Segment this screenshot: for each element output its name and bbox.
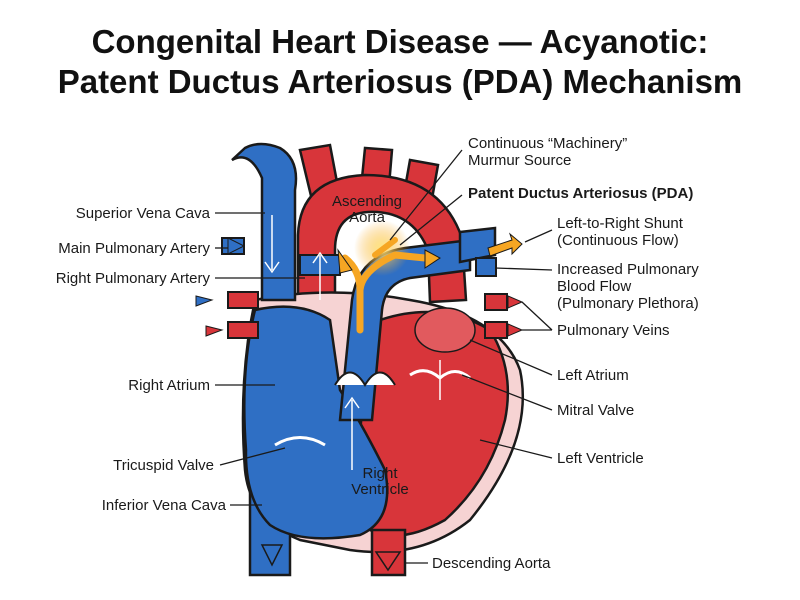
leader-murmur (389, 149, 463, 241)
label-murmur-line-1: Continuous “Machinery” (468, 135, 627, 152)
right-pulmonary-vessels (475, 257, 508, 339)
shunt-flow-arrow (341, 251, 429, 334)
left-pulmonary-vessels (221, 237, 259, 339)
leader-lv (479, 439, 553, 459)
shunt-out-arrow (487, 232, 523, 257)
pv-arrow-2 (507, 323, 524, 337)
pv-arrow-1 (507, 295, 524, 309)
label-mitral-valve: Mitral Valve (557, 402, 634, 419)
right-ventricle-label-1: Right (362, 465, 398, 482)
ascending-aorta-label-2: Aorta (349, 209, 386, 226)
rpv-arrow-1 (195, 295, 214, 307)
label-pda: Patent Ductus Arteriosus (PDA) (468, 185, 693, 202)
label-inferior-vena-cava: Inferior Vena Cava (102, 497, 227, 514)
label-shunt-line-2: (Continuous Flow) (557, 232, 679, 249)
label-main-pulmonary-artery: Main Pulmonary Artery (58, 240, 210, 257)
label-shunt-line-1: Left-to-Right Shunt (557, 215, 684, 232)
label-flow-line-3: (Pulmonary Plethora) (557, 295, 699, 312)
leader-mitral (461, 374, 553, 411)
label-tricuspid-valve: Tricuspid Valve (113, 457, 214, 474)
leader-pv-1 (521, 301, 553, 331)
page-title: Congenital Heart Disease — Acyanotic: Pa… (0, 22, 800, 102)
ivc-arrow (260, 544, 284, 567)
label-murmur-line-2: Murmur Source (468, 152, 571, 169)
label-flow-line-2: Blood Flow (557, 278, 631, 295)
label-right-atrium: Right Atrium (128, 377, 210, 394)
label-left-ventricle: Left Ventricle (557, 450, 644, 467)
leader-la (469, 339, 553, 376)
leader-pda (399, 194, 463, 246)
rpv-arrow-2 (205, 325, 224, 337)
ascending-aorta-label-1: Ascending (332, 193, 402, 210)
label-pulmonary-veins: Pulmonary Veins (557, 322, 670, 339)
label-descending-aorta: Descending Aorta (432, 555, 551, 572)
title-line-2: Patent Ductus Arteriosus (PDA) Mechanism (57, 63, 743, 100)
flow-arrows (264, 215, 441, 560)
pda-shunt-arrow (372, 237, 398, 258)
superior-vena-cava (231, 142, 298, 302)
mpa-arrow (227, 237, 246, 255)
label-flow-line-1: Increased Pulmonary (557, 261, 699, 278)
leader-shunt (524, 229, 553, 243)
leader-flow (494, 267, 553, 271)
label-superior-vena-cava: Superior Vena Cava (76, 205, 211, 222)
right-heart-chamber (243, 305, 389, 540)
desc-aorta-arrow (374, 551, 402, 572)
title-line-1: Congenital Heart Disease — Acyanotic: (91, 23, 709, 60)
tricuspid-valve-shape (274, 436, 326, 447)
left-atrium-detail (414, 307, 476, 353)
leader-tricuspid (219, 447, 286, 466)
shunt-arrowhead-left (337, 248, 353, 274)
label-left-atrium: Left Atrium (557, 367, 629, 384)
left-pulmonary-artery (458, 226, 497, 264)
pulmonary-valve (334, 371, 396, 387)
shunt-arrowhead-right (424, 249, 441, 269)
label-right-pulmonary-artery: Right Pulmonary Artery (56, 270, 211, 287)
right-ventricle-label-2: Ventricle (351, 481, 409, 498)
